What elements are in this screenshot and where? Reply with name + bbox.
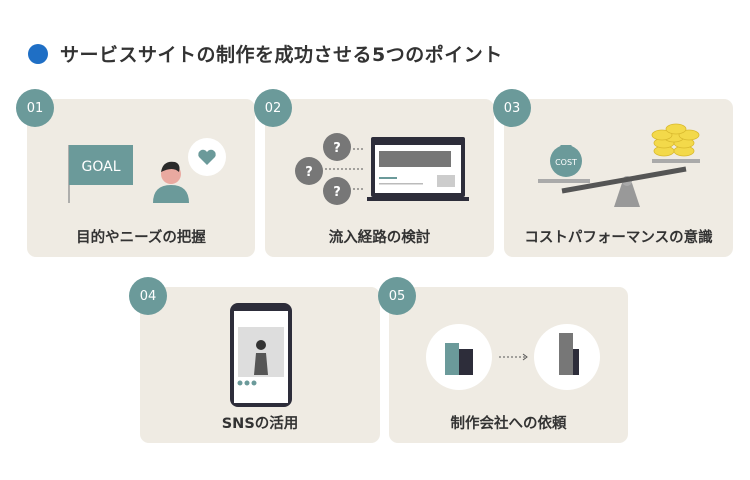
heart-icons [237,380,257,386]
svg-text:?: ? [333,185,341,200]
point-number-badge: 03 [493,89,531,127]
goal-flag-text: GOAL [82,159,121,175]
svg-text:?: ? [333,141,341,156]
point-label: 制作会社への依頼 [450,416,567,432]
point-label: 目的やニーズの把握 [76,230,206,246]
heading-bullet-icon [28,43,48,64]
point-card-4: 04 SNSの活用 [129,277,380,443]
point-label: コストパフォーマンスの意識 [524,230,713,246]
point-number-badge: 01 [16,89,54,127]
point-number-badge: 02 [254,89,292,127]
point-number-badge: 05 [378,277,416,315]
svg-text:?: ? [305,165,313,180]
point-card-5: 05 制作会社への依頼 [378,277,628,443]
heading-text: サービスサイトの制作を成功させる5つのポイント [60,44,503,66]
page-heading: サービスサイトの制作を成功させる5つのポイント [28,40,503,67]
point-card-2: 02 ??? 流入経路の検討 [254,89,494,257]
heart-icon [198,149,216,165]
point-label: 流入経路の検討 [328,230,431,246]
point-number-badge: 04 [129,277,167,315]
point-label: SNSの活用 [221,416,299,432]
goal-person-illustration: GOAL [68,138,226,203]
company-request-illustration [426,324,600,390]
smartphone-sns-illustration [230,303,292,407]
point-card-1: 01 GOAL 目的やニーズの把握 [16,89,255,257]
cost-balance-illustration: COST [538,123,700,207]
coins-icon [651,123,700,157]
svg-text:COST: COST [555,158,577,167]
point-card-3: 03 COST コストパフォーマンスの意識 [493,89,733,257]
traffic-source-illustration: ??? [295,133,469,205]
question-icons [295,133,351,205]
